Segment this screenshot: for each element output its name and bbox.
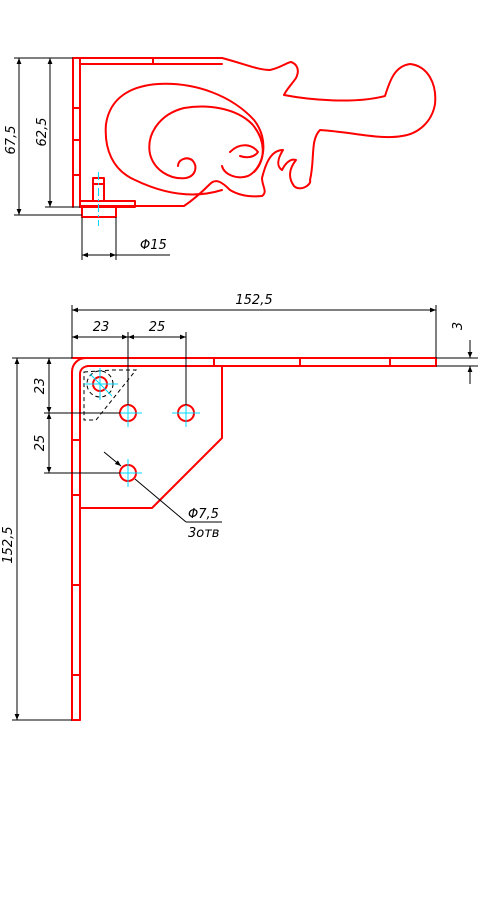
pin-hidden xyxy=(83,368,138,421)
dim-top-hole-spacing-x: 25 xyxy=(128,320,187,405)
dim-pin-diameter: Φ15 xyxy=(81,217,170,260)
dim-top-thickness: 3 xyxy=(436,322,478,384)
dim-top-hole-offset-y: 23 xyxy=(33,358,120,414)
top-vertical-arm xyxy=(71,371,81,721)
dim-top-height-total: 152,5 xyxy=(1,357,72,721)
dim-label-152-5-h: 152,5 xyxy=(235,293,272,308)
scroll-outer-curl xyxy=(104,82,265,196)
dim-label-phi15: Φ15 xyxy=(140,238,167,253)
dim-label-25-v: 25 xyxy=(33,435,48,452)
top-view: 152,5 23 25 3 23 xyxy=(1,293,478,721)
dim-side-height-total: 67,5 xyxy=(4,57,82,216)
dim-label-hole-count: 3отв xyxy=(188,526,219,541)
scroll-inner-curl xyxy=(148,105,264,180)
dim-label-phi7-5: Φ7,5 xyxy=(188,507,219,522)
dim-label-25-h: 25 xyxy=(149,320,166,335)
gusset-plate xyxy=(79,365,223,509)
top-horizontal-arm xyxy=(71,357,437,375)
side-view: 67,5 62,5 Φ15 xyxy=(4,57,437,260)
dim-label-23-h: 23 xyxy=(93,320,110,335)
dim-top-hole-spacing-y: 25 xyxy=(33,413,120,474)
dim-label-152-5-v: 152,5 xyxy=(1,526,16,563)
dim-label-67-5: 67,5 xyxy=(4,126,19,155)
dim-top-hole-offset-x: 23 xyxy=(72,320,129,405)
dim-side-height-inner: 62,5 xyxy=(35,58,80,208)
scroll-small-leaf xyxy=(229,144,259,159)
side-base xyxy=(79,172,136,226)
dim-label-23-v: 23 xyxy=(33,378,48,395)
dim-label-3: 3 xyxy=(451,322,466,330)
scroll-outline xyxy=(79,57,437,207)
side-top-bar xyxy=(79,57,223,65)
dim-hole-callout: Φ7,5 3отв xyxy=(103,451,222,541)
dim-label-62-5: 62,5 xyxy=(35,118,50,147)
dim-top-width-total: 152,5 xyxy=(71,293,437,358)
side-plate xyxy=(72,57,81,208)
